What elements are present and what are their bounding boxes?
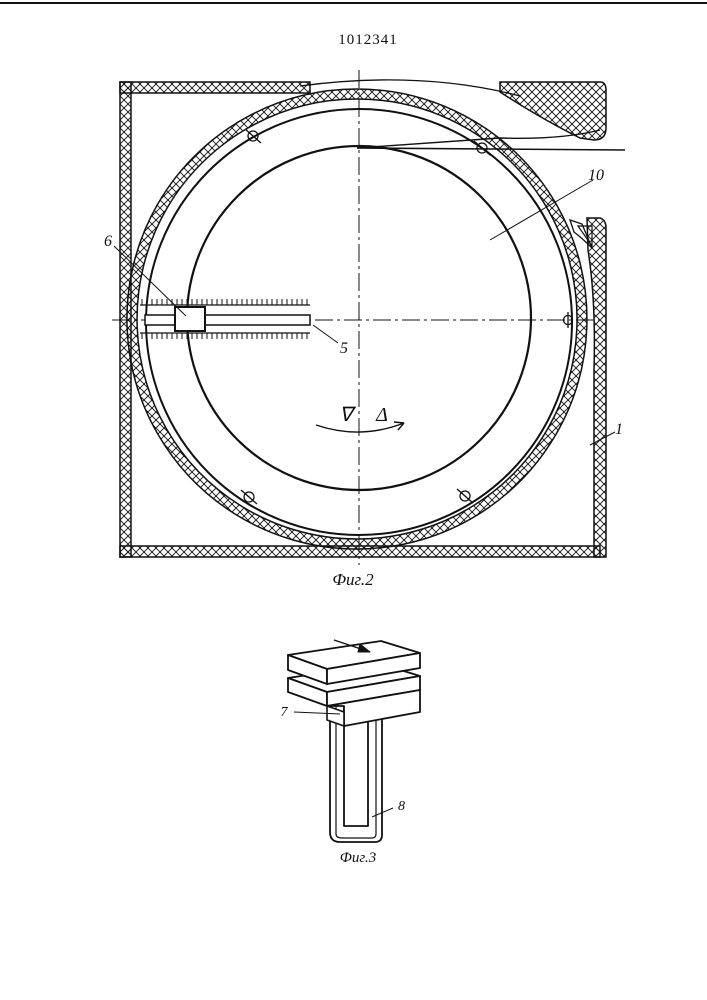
callout-slot: 5 bbox=[340, 340, 348, 357]
callout-slider: 6 bbox=[104, 233, 112, 250]
bolt-icon bbox=[457, 489, 473, 503]
callout-housing: 1 bbox=[615, 421, 623, 438]
rack-teeth-bottom bbox=[142, 333, 307, 339]
figure-3-caption: Фиг.3 bbox=[340, 850, 376, 866]
radial-guide bbox=[140, 299, 310, 339]
bolt-icon bbox=[474, 141, 490, 155]
rack-teeth-top bbox=[142, 299, 307, 305]
slider-block bbox=[175, 307, 205, 331]
lower-symbol: ∇ bbox=[339, 404, 357, 426]
figure-2-caption: Фиг.2 bbox=[332, 570, 374, 589]
document-number: 1012341 bbox=[338, 32, 398, 48]
rotation-arrow bbox=[316, 423, 404, 432]
callout-disc: 10 bbox=[588, 167, 604, 184]
raise-symbol: Δ bbox=[375, 404, 388, 426]
callout-block: 7 bbox=[281, 705, 289, 720]
callout-heater: 8 bbox=[398, 799, 405, 814]
figure-2: ∇ Δ 6 5 10 1 Фиг.2 bbox=[104, 70, 625, 589]
